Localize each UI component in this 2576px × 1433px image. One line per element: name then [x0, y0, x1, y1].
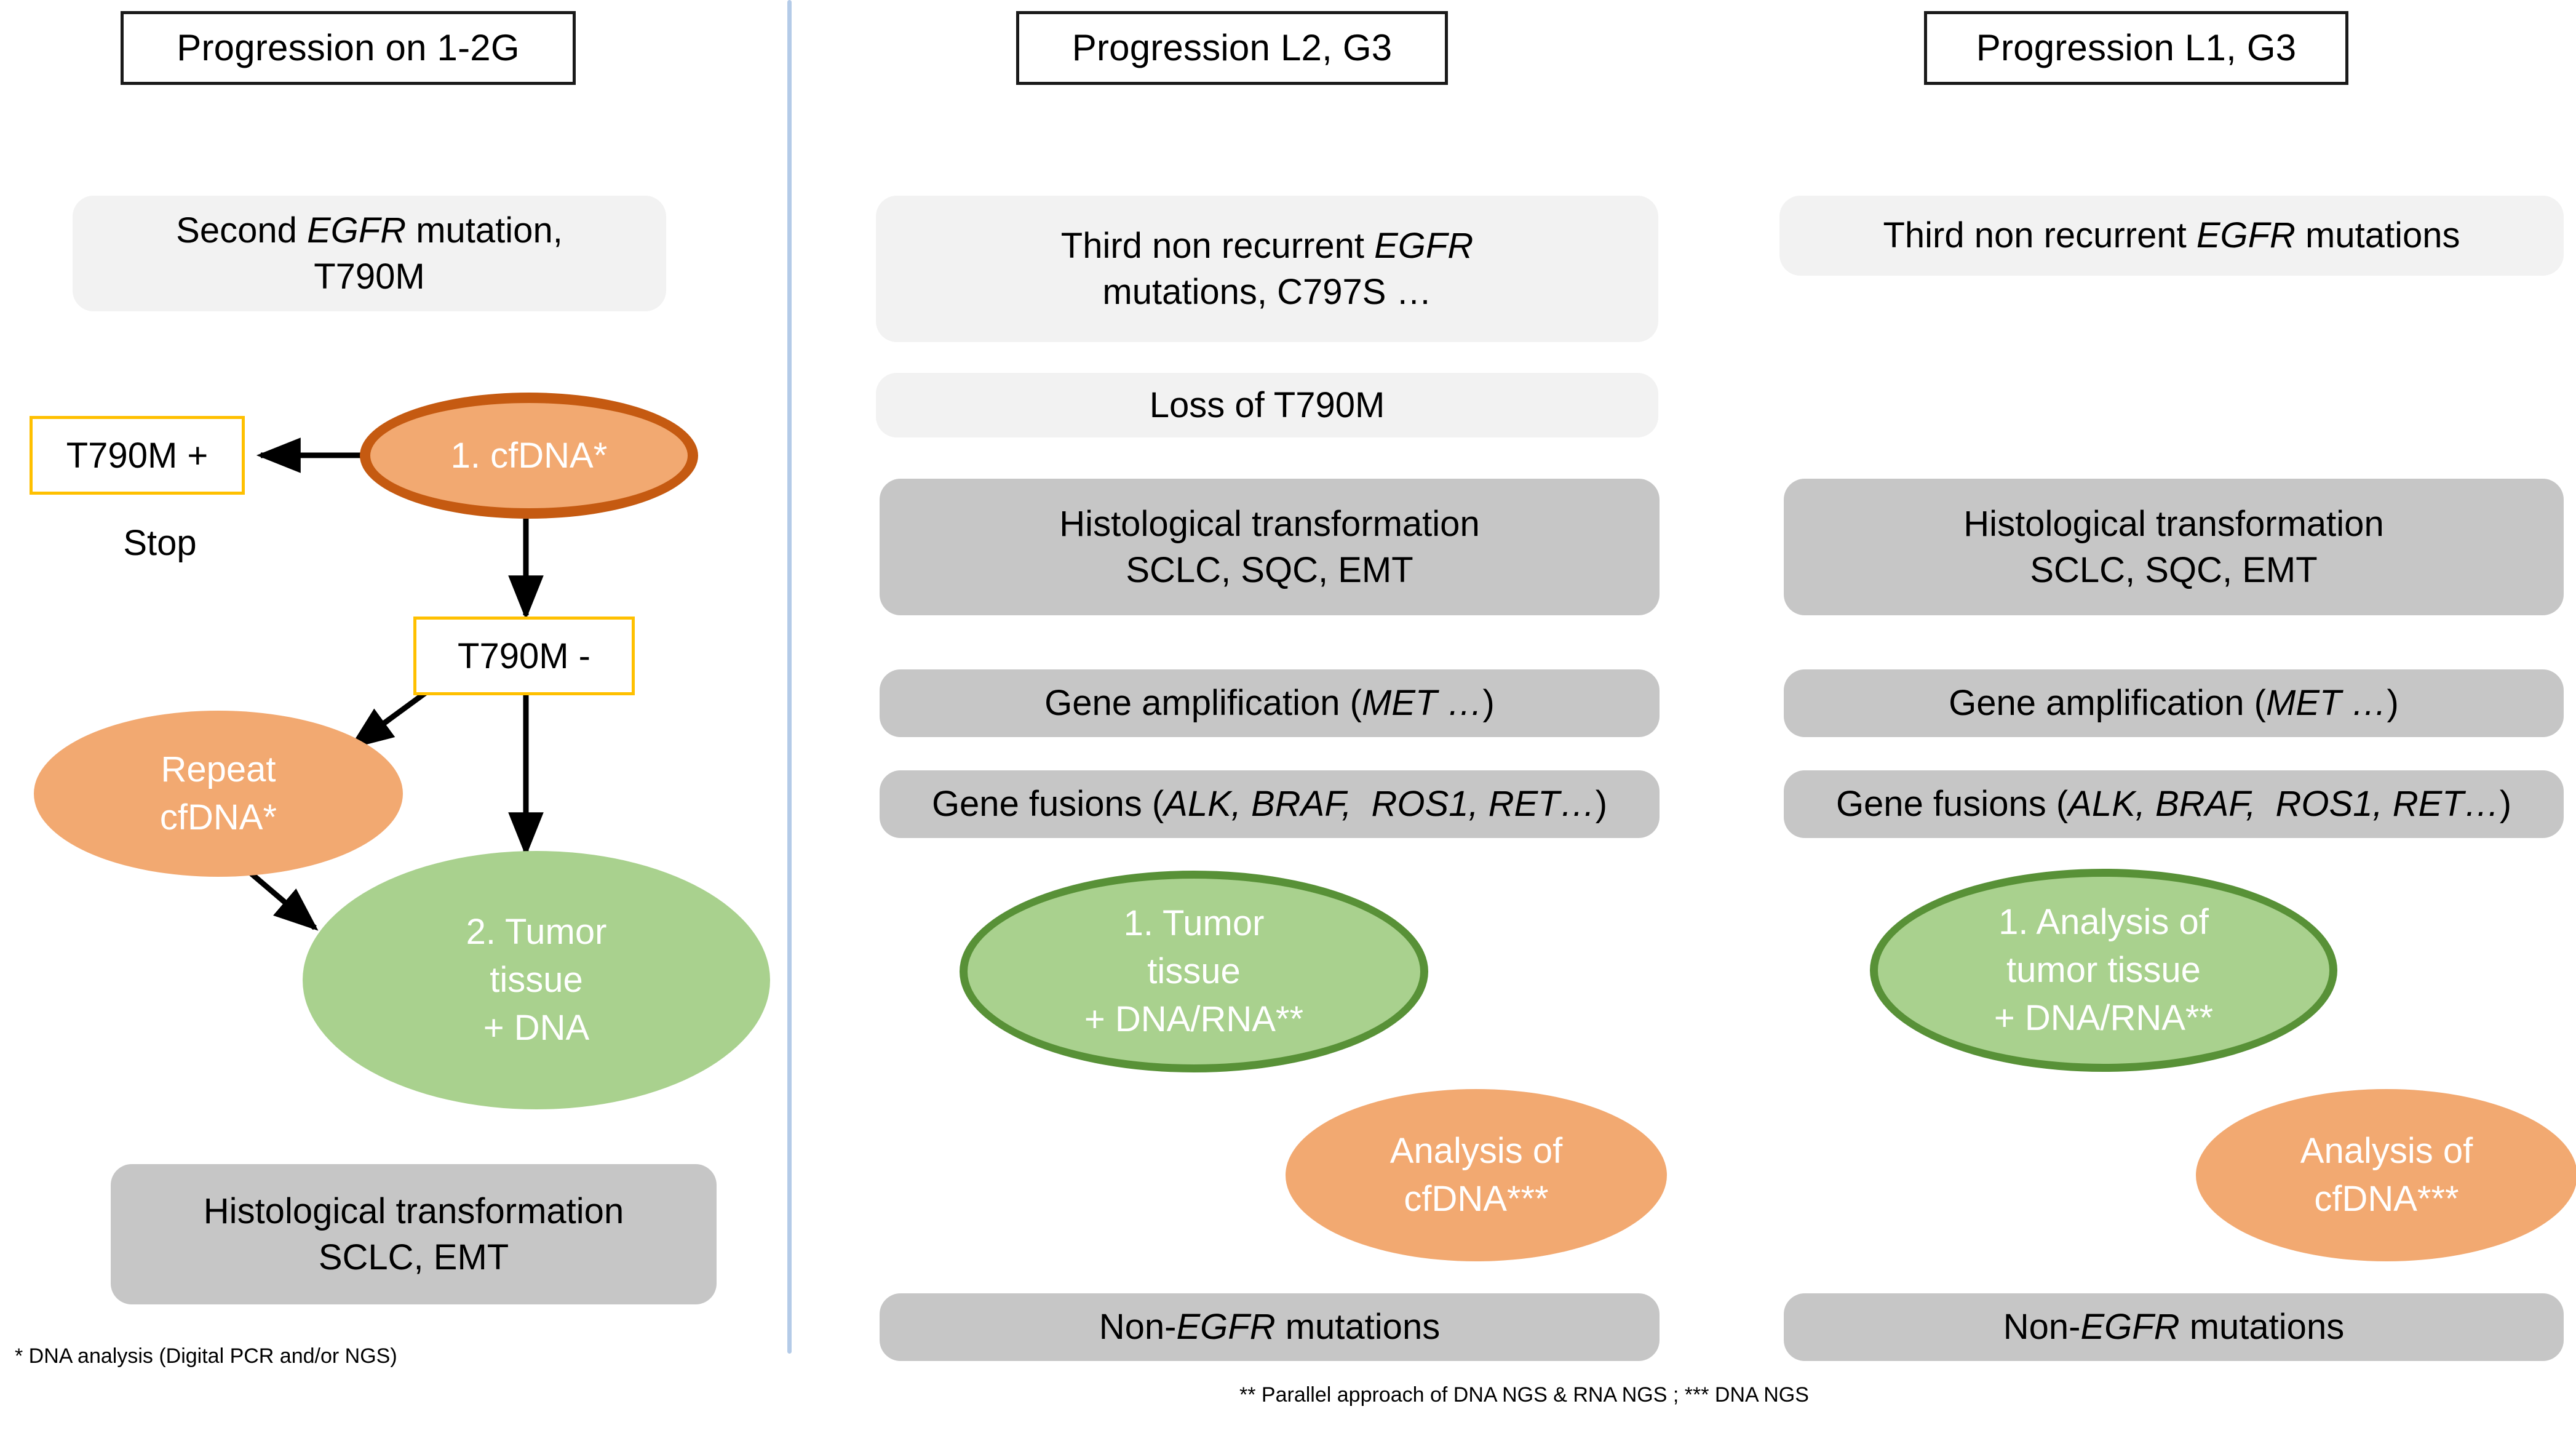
panel-line-2: SCLC, SQC, EMT [1126, 550, 1413, 590]
column-divider [787, 0, 792, 1354]
footnote-parallel-approach: ** Parallel approach of DNA NGS & RNA NG… [1239, 1383, 1809, 1407]
node-analysis-of-cfdna: Analysis of cfDNA*** [1286, 1089, 1667, 1261]
node-line-3: + DNA/RNA** [1084, 999, 1304, 1039]
header-label: Progression L2, G3 [1071, 27, 1393, 68]
label-stop: Stop [80, 520, 240, 565]
panel-label: Gene amplification (MET …) [1949, 683, 2399, 724]
header-label: Progression L1, G3 [1976, 27, 2297, 68]
box-label: T790M - [458, 636, 590, 676]
node-line-3: + DNA/RNA** [1994, 997, 2214, 1038]
panel-non-egfr-mutations: Non-EGFR mutations [1784, 1293, 2564, 1361]
panel-line-2: SCLC, EMT [318, 1237, 509, 1277]
panel-non-egfr-mutations: Non-EGFR mutations [880, 1293, 1660, 1361]
node-line-2: cfDNA*** [2314, 1179, 2459, 1219]
stop-text: Stop [123, 522, 197, 563]
node-label: 1. cfDNA* [450, 435, 608, 476]
node-line-2: cfDNA* [159, 797, 277, 837]
panel-gene-fusions: Gene fusions (ALK, BRAF, ROS1, RET…) [1784, 770, 2564, 838]
node-line-2: cfDNA*** [1404, 1179, 1549, 1219]
panel-gene-amplification: Gene amplification (MET …) [1784, 669, 2564, 737]
panel-gene-amplification: Gene amplification (MET …) [880, 669, 1660, 737]
node-line-1: 2. Tumor [466, 912, 607, 952]
node-cfdna-step1: 1. cfDNA* [360, 393, 698, 519]
panel-line-2: T790M [314, 257, 425, 297]
panel-histological-transformation: Histological transformation SCLC, SQC, E… [1784, 479, 2564, 615]
panel-line-1: Second EGFR mutation, [176, 210, 563, 250]
panel-loss-of-t790m: Loss of T790M [876, 373, 1658, 437]
footnote-text: * DNA analysis (Digital PCR and/or NGS) [15, 1344, 397, 1368]
panel-line-1: Histological transformation [1059, 503, 1480, 544]
panel-label: Non-EGFR mutations [2003, 1307, 2345, 1347]
panel-line-2: mutations, C797S … [1102, 272, 1432, 312]
box-label: T790M + [66, 435, 209, 476]
panel-line-1: Histological transformation [203, 1191, 624, 1231]
box-t790m-positive: T790M + [30, 416, 245, 495]
node-analysis-of-cfdna: Analysis of cfDNA*** [2196, 1089, 2576, 1261]
header-label: Progression on 1-2G [177, 27, 520, 68]
node-line-2: tumor tissue [2006, 950, 2201, 991]
panel-line-1: Third non recurrent EGFR [1060, 225, 1474, 266]
node-repeat-cfdna: Repeat cfDNA* [34, 711, 403, 877]
node-line-1: Analysis of [2300, 1131, 2473, 1172]
panel-second-egfr-mutation: Second EGFR mutation, T790M [73, 196, 666, 311]
panel-line-2: SCLC, SQC, EMT [2030, 550, 2318, 590]
header-progression-1-2g: Progression on 1-2G [121, 11, 576, 85]
node-line-2: tissue [1147, 951, 1241, 992]
node-line-1: 1. Analysis of [1998, 902, 2209, 943]
node-line-1: Repeat [161, 749, 276, 790]
box-t790m-negative: T790M - [413, 617, 635, 695]
footnote-text: ** Parallel approach of DNA NGS & RNA NG… [1239, 1383, 1809, 1407]
node-analysis-tumor-tissue: 1. Analysis of tumor tissue + DNA/RNA** [1870, 869, 2337, 1072]
panel-label: Third non recurrent EGFR mutations [1883, 215, 2460, 256]
panel-label: Gene fusions (ALK, BRAF, ROS1, RET…) [1835, 784, 2512, 824]
panel-label: Gene fusions (ALK, BRAF, ROS1, RET…) [931, 784, 1608, 824]
node-line-1: 1. Tumor [1123, 903, 1265, 944]
header-progression-l2-g3: Progression L2, G3 [1016, 11, 1448, 85]
panel-label: Gene amplification (MET …) [1044, 683, 1495, 724]
footnote-dna-analysis: * DNA analysis (Digital PCR and/or NGS) [15, 1344, 397, 1368]
panel-third-non-recurrent-egfr: Third non recurrent EGFR mutations, C797… [876, 196, 1658, 342]
panel-gene-fusions: Gene fusions (ALK, BRAF, ROS1, RET…) [880, 770, 1660, 838]
panel-label: Loss of T790M [1149, 385, 1385, 425]
node-line-3: + DNA [483, 1007, 590, 1048]
node-tumor-tissue-dna: 2. Tumor tissue + DNA [303, 851, 770, 1109]
node-line-1: Analysis of [1389, 1131, 1563, 1172]
header-progression-l1-g3: Progression L1, G3 [1924, 11, 2348, 85]
node-tumor-tissue-dna-rna: 1. Tumor tissue + DNA/RNA** [960, 871, 1428, 1072]
panel-histological-transformation: Histological transformation SCLC, SQC, E… [880, 479, 1660, 615]
panel-label: Non-EGFR mutations [1099, 1307, 1441, 1347]
panel-third-non-recurrent-egfr: Third non recurrent EGFR mutations [1779, 196, 2564, 276]
panel-histological-transformation: Histological transformation SCLC, EMT [111, 1164, 717, 1304]
panel-line-1: Histological transformation [1963, 503, 2384, 544]
node-line-2: tissue [490, 960, 583, 1000]
